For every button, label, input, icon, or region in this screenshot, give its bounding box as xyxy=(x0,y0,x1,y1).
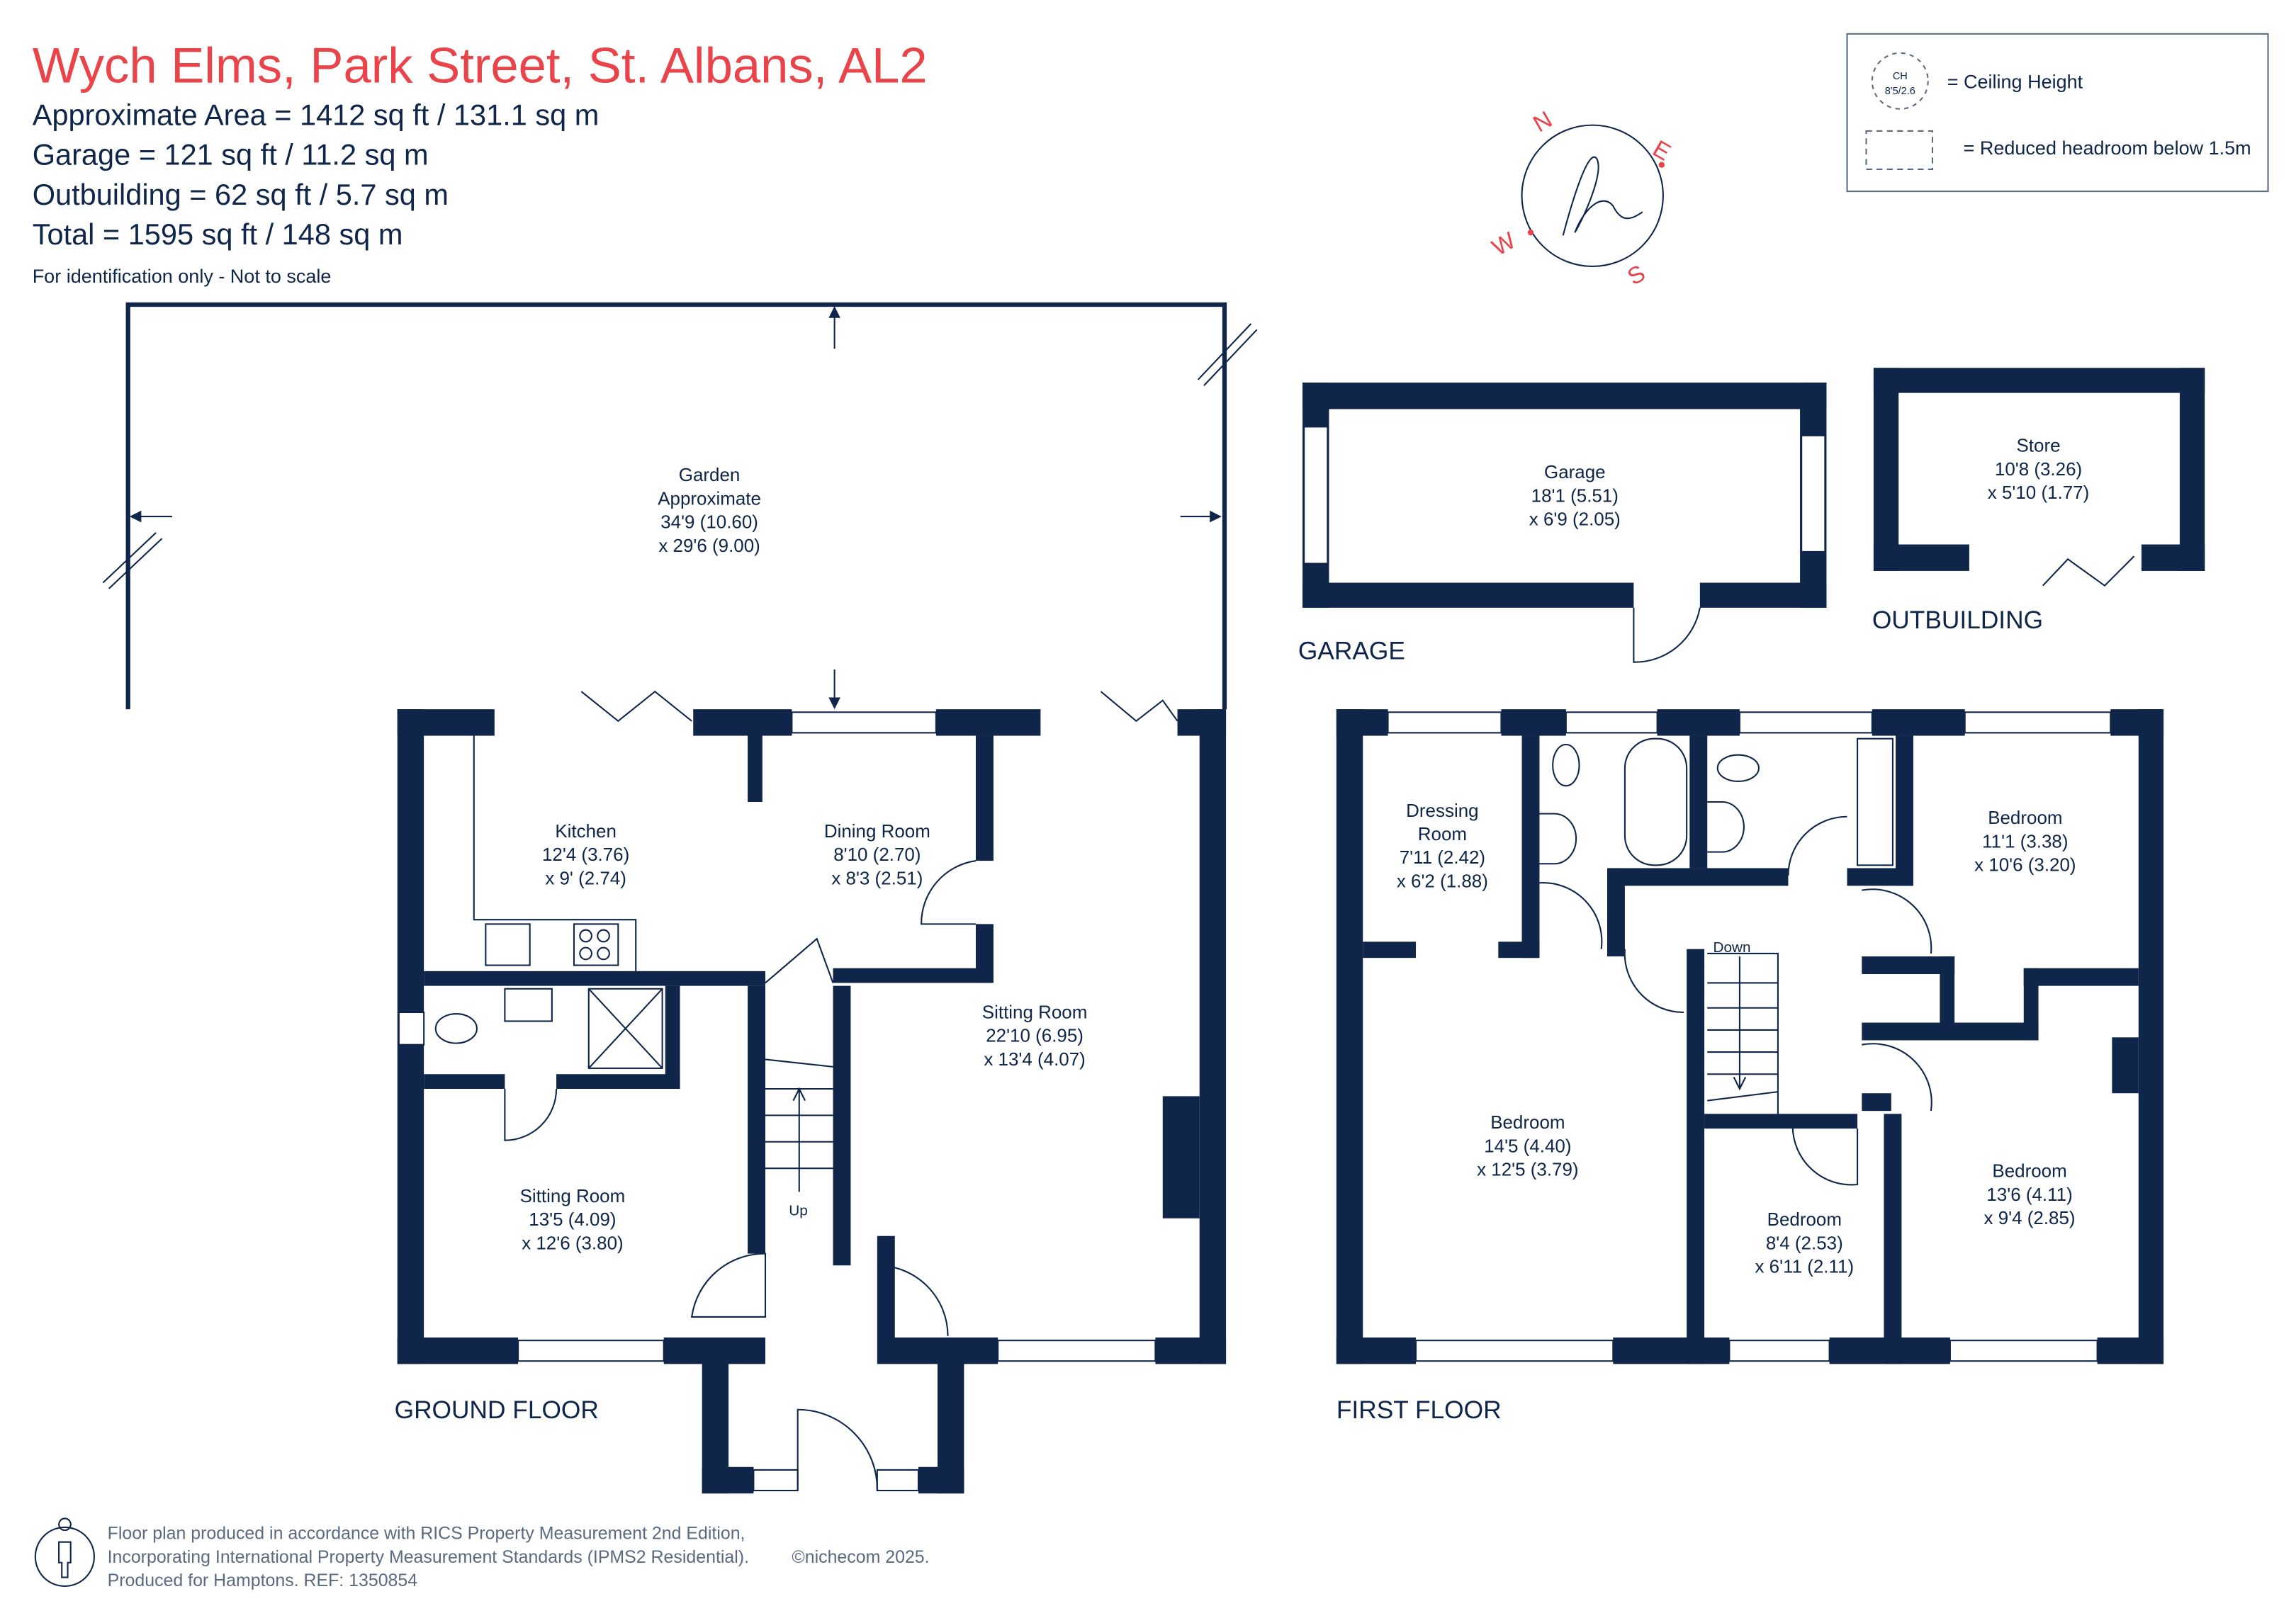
area-approximate: Approximate Area = 1412 sq ft / 131.1 sq… xyxy=(33,98,600,132)
svg-text:12'4 (3.76): 12'4 (3.76) xyxy=(542,844,629,865)
svg-text:Room: Room xyxy=(1418,823,1467,844)
garage-plan: Garage 18'1 (5.51) x 6'9 (2.05) xyxy=(1302,383,1827,663)
svg-text:Bedroom: Bedroom xyxy=(1490,1112,1565,1133)
area-outbuilding: Outbuilding = 62 sq ft / 5.7 sq m xyxy=(33,178,449,211)
svg-text:Bedroom: Bedroom xyxy=(1992,1160,2066,1182)
ground-floor-label: GROUND FLOOR xyxy=(395,1396,599,1424)
compass-n: N xyxy=(1529,106,1557,137)
svg-text:Garage: Garage xyxy=(1544,461,1606,482)
svg-text:Garden: Garden xyxy=(679,464,741,485)
svg-text:34'9 (10.60): 34'9 (10.60) xyxy=(660,511,758,533)
first-floor-label: FIRST FLOOR xyxy=(1336,1396,1502,1424)
svg-text:Approximate: Approximate xyxy=(658,487,761,509)
property-title: Wych Elms, Park Street, St. Albans, AL2 xyxy=(33,37,928,93)
outbuilding-label: OUTBUILDING xyxy=(1872,606,2043,634)
svg-text:13'5 (4.09): 13'5 (4.09) xyxy=(529,1209,616,1230)
svg-text:x 12'6 (3.80): x 12'6 (3.80) xyxy=(522,1232,623,1253)
svg-text:13'6 (4.11): 13'6 (4.11) xyxy=(1986,1184,2072,1205)
svg-text:x 29'6 (9.00): x 29'6 (9.00) xyxy=(658,535,760,556)
person-scale-icon xyxy=(34,1526,95,1588)
compass-w: W xyxy=(1487,227,1520,261)
legend-box: CH 8'5/2.6 = Ceiling Height = Reduced he… xyxy=(1846,33,2269,193)
legend-ceiling-label: = Ceiling Height xyxy=(1947,72,2083,93)
svg-text:8'5/2.6: 8'5/2.6 xyxy=(1885,86,1915,97)
svg-text:x 13'4 (4.07): x 13'4 (4.07) xyxy=(984,1048,1085,1070)
svg-text:x 9'4 (2.85): x 9'4 (2.85) xyxy=(1984,1207,2076,1228)
svg-text:Dressing: Dressing xyxy=(1406,800,1478,821)
svg-text:x 8'3 (2.51): x 8'3 (2.51) xyxy=(831,867,923,888)
stairs-down-label: Down xyxy=(1713,939,1751,956)
footer-copyright: ©nichecom 2025. xyxy=(792,1547,929,1567)
svg-text:11'1 (3.38): 11'1 (3.38) xyxy=(1982,830,2068,852)
svg-text:Sitting Room: Sitting Room xyxy=(520,1185,626,1206)
svg-text:CH: CH xyxy=(1893,71,1908,82)
svg-text:x 5'10 (1.77): x 5'10 (1.77) xyxy=(1988,482,2089,503)
svg-text:Dining Room: Dining Room xyxy=(824,820,930,842)
svg-text:10'8 (3.26): 10'8 (3.26) xyxy=(1995,458,2082,480)
area-garage: Garage = 121 sq ft / 11.2 sq m xyxy=(33,138,429,171)
stairs-up-label: Up xyxy=(789,1203,808,1219)
svg-text:8'4 (2.53): 8'4 (2.53) xyxy=(1766,1232,1843,1253)
reduced-headroom-symbol-icon xyxy=(1865,130,1934,170)
svg-text:x 6'9 (2.05): x 6'9 (2.05) xyxy=(1529,509,1621,530)
garden: Garden Approximate 34'9 (10.60) x 29'6 (… xyxy=(102,302,1258,710)
disclaimer: For identification only - Not to scale xyxy=(33,266,332,287)
ground-floor-plan: Kitchen 12'4 (3.76) x 9' (2.74) Dining R… xyxy=(129,306,1227,1494)
area-total: Total = 1595 sq ft / 148 sq m xyxy=(33,217,403,251)
compass-logo: N E S W xyxy=(1487,106,1675,290)
svg-text:8'10 (2.70): 8'10 (2.70) xyxy=(833,844,921,865)
svg-text:x 9' (2.74): x 9' (2.74) xyxy=(545,867,626,888)
svg-text:Store: Store xyxy=(2017,435,2061,456)
logo-h-icon xyxy=(1562,156,1643,236)
footer-line-2: Incorporating International Property Mea… xyxy=(108,1547,749,1567)
svg-text:7'11 (2.42): 7'11 (2.42) xyxy=(1400,847,1485,868)
footer-line-1: Floor plan produced in accordance with R… xyxy=(108,1524,745,1544)
garage-label: GARAGE xyxy=(1298,638,1405,665)
svg-text:x 6'11 (2.11): x 6'11 (2.11) xyxy=(1755,1256,1855,1277)
svg-text:Sitting Room: Sitting Room xyxy=(982,1001,1088,1022)
svg-text:18'1 (5.51): 18'1 (5.51) xyxy=(1531,485,1619,506)
legend-headroom-label: = Reduced headroom below 1.5m xyxy=(1964,137,2251,159)
svg-text:22'10 (6.95): 22'10 (6.95) xyxy=(986,1025,1084,1046)
svg-text:x 6'2 (1.88): x 6'2 (1.88) xyxy=(1397,870,1488,891)
footer-line-3: Produced for Hamptons. REF: 1350854 xyxy=(108,1571,418,1590)
svg-text:x 10'6 (3.20): x 10'6 (3.20) xyxy=(1974,854,2076,876)
first-floor-plan: Down Dressing Room 7'11 (2.42) x 6'2 (1.… xyxy=(1336,709,2164,1364)
compass-e: E xyxy=(1648,135,1675,166)
svg-text:x 12'5 (3.79): x 12'5 (3.79) xyxy=(1477,1159,1578,1180)
compass-s: S xyxy=(1623,260,1650,290)
ceiling-height-symbol-icon xyxy=(1871,52,1929,110)
svg-text:Kitchen: Kitchen xyxy=(555,820,617,842)
svg-text:Bedroom: Bedroom xyxy=(1988,807,2062,828)
footer: Floor plan produced in accordance with R… xyxy=(34,1517,930,1590)
svg-text:Bedroom: Bedroom xyxy=(1767,1209,1842,1230)
outbuilding-plan: Store 10'8 (3.26) x 5'10 (1.77) xyxy=(1873,368,2205,587)
svg-text:14'5 (4.40): 14'5 (4.40) xyxy=(1484,1135,1571,1156)
